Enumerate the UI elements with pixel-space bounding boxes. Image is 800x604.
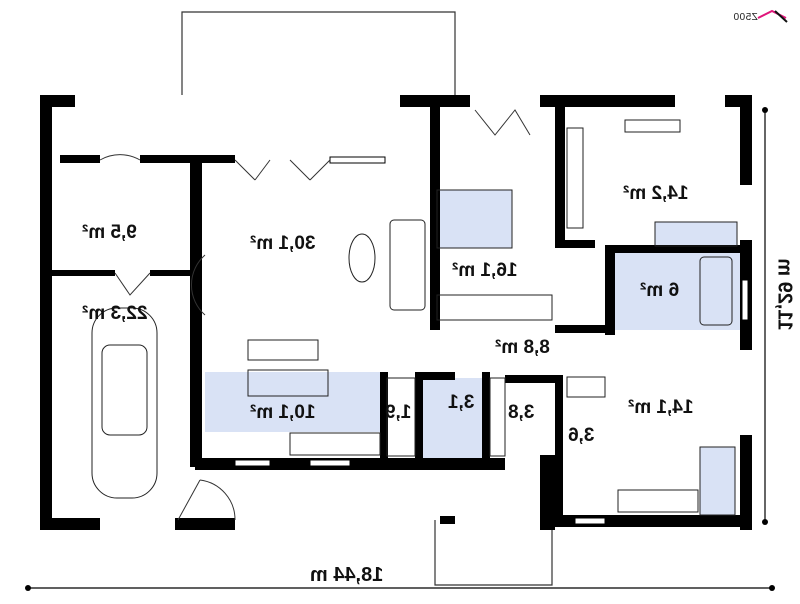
room-area-closet: 3,6 bbox=[568, 425, 595, 446]
room-area-garage: 22,3 m² bbox=[82, 303, 148, 324]
walls bbox=[40, 95, 752, 530]
room-area-living: 30,1 m² bbox=[250, 233, 316, 254]
furniture bbox=[91, 119, 738, 516]
dimension-lines bbox=[28, 110, 772, 589]
room-area-bedroom3: 14,1 m² bbox=[628, 397, 694, 418]
windows bbox=[234, 156, 749, 525]
room-area-kitchen: 10,1 m² bbox=[250, 402, 316, 423]
room-area-bathroom: 6 m² bbox=[640, 280, 680, 301]
room-area-bedroom2: 14,2 m² bbox=[623, 183, 689, 204]
room-area-wc: 3,1 bbox=[448, 392, 475, 413]
room-area-pantry: 1,9 bbox=[385, 402, 412, 423]
terrace-outline bbox=[181, 11, 553, 586]
logo-house-icon bbox=[757, 9, 788, 23]
dimension-width: 18,44 m bbox=[310, 564, 384, 586]
room-area-wardrobe: 3,8 bbox=[508, 402, 535, 423]
dimension-dots bbox=[25, 107, 775, 591]
room-area-corridor: 8,8 m² bbox=[495, 337, 550, 358]
dimension-depth: 11,29 m bbox=[773, 258, 796, 331]
room-area-hall: 9,5 m² bbox=[82, 222, 137, 243]
room-area-bedroom1: 16,1 m² bbox=[452, 260, 518, 281]
logo-text: Z500 bbox=[733, 12, 758, 23]
wet-room-fills bbox=[205, 190, 740, 515]
doors bbox=[99, 109, 531, 521]
